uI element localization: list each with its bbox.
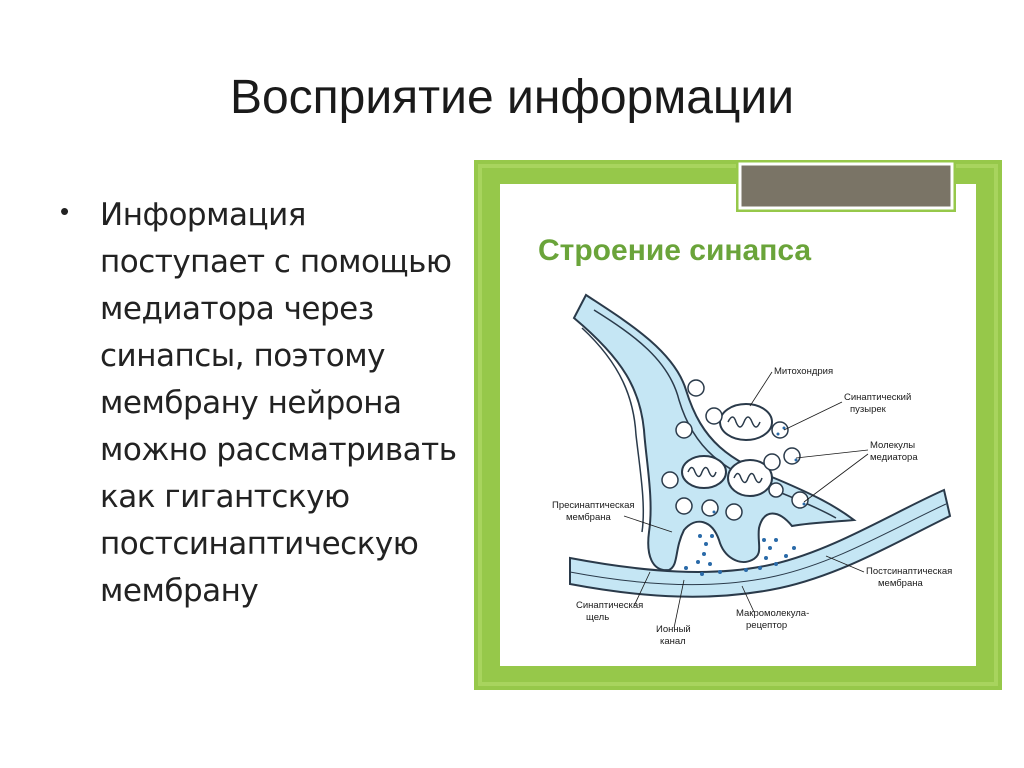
mitochondrion-crista [727,416,761,428]
synaptic-vesicle [791,491,809,509]
label-ion-channel-line2: канал [660,636,686,647]
diagram-title: Строение синапса [538,234,811,267]
label-presynaptic-line2: мембрана [566,512,611,523]
synaptic-vesicle [705,407,723,425]
mitochondrion-crista [687,466,717,478]
label-mediator-line1: Молекулы [870,440,915,451]
presynaptic-terminal [572,293,857,572]
synaptic-vesicle [675,421,693,439]
mitochondrion [681,455,727,489]
label-postsynaptic-line2: мембрана [878,578,923,589]
label-receptor-line2: рецептор [746,620,787,631]
slide-title: Восприятие информации [229,71,795,124]
synaptic-vesicle [701,499,719,517]
synaptic-vesicle [661,471,679,489]
bullet-point-icon: • [60,196,70,226]
synaptic-vesicle [771,421,789,439]
label-vesicle-line2: пузырек [850,404,887,415]
synaptic-vesicle [783,447,801,465]
label-cleft-line2: щель [586,612,609,623]
leader-lines [623,371,869,629]
synaptic-vesicle [675,497,693,515]
label-ion-channel-line1: Ионный [656,624,691,635]
synaptic-vesicle [763,453,781,471]
mitochondrion-crista [733,472,763,484]
postsynaptic-membrane [569,488,952,598]
label-receptor-line1: Макромолекула- [736,608,809,619]
mitochondrion [719,403,773,441]
label-mediator-line2: медиатора [870,452,918,463]
presynaptic-inner-membrane-left [581,327,645,533]
mediator-molecules [684,426,806,576]
synapse-diagram-svg: Строение синапса [474,160,1002,690]
label-vesicle-line1: Синаптический [844,392,911,403]
label-presynaptic-line1: Пресинаптическая [552,500,635,511]
synaptic-vesicle [725,503,743,521]
diagram-tab [738,162,954,210]
mitochondrion [727,459,773,497]
label-cleft-line1: Синаптическая [576,600,643,611]
postsynaptic-membrane-midline [569,503,947,586]
synaptic-vesicle [687,379,705,397]
synapse-diagram: Строение синапса [474,160,1002,690]
label-postsynaptic-line1: Постсинаптическая [866,566,952,577]
bullet-text: Информация поступает с помощью медиатора… [100,197,457,609]
synaptic-vesicle [768,482,784,498]
label-mitochondria: Митохондрия [774,366,833,377]
